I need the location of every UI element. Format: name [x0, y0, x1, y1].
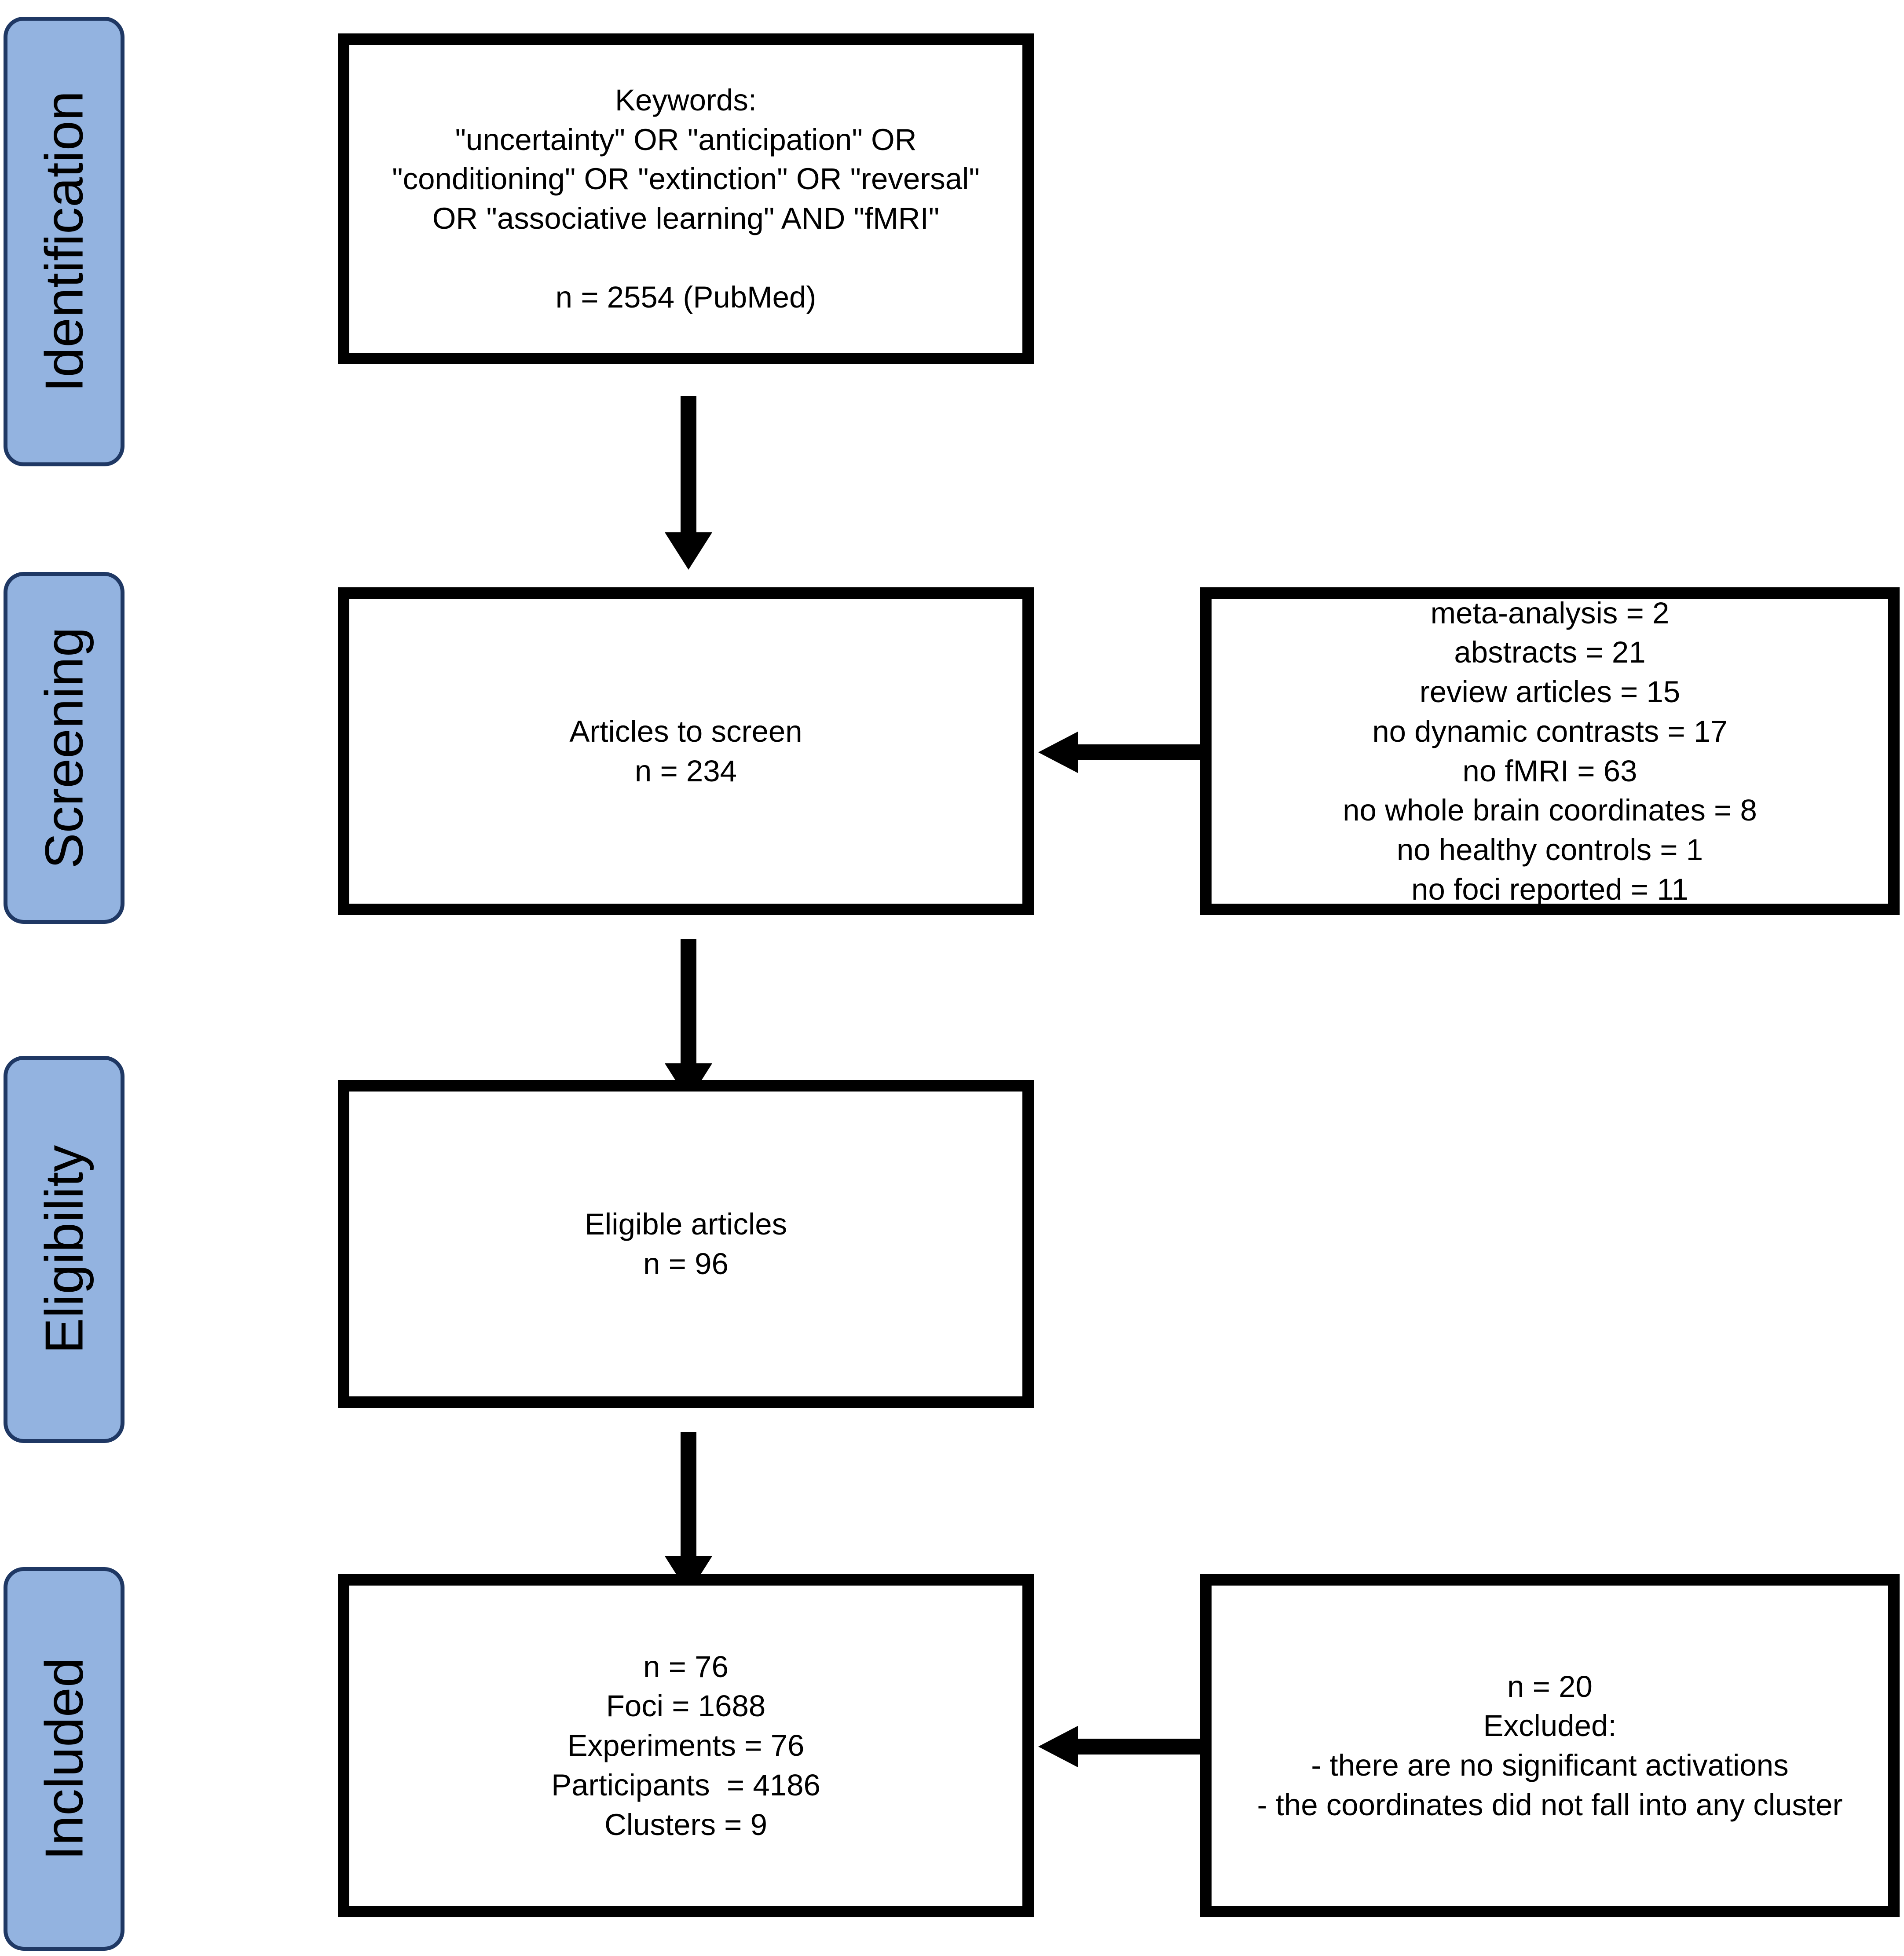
stage-tab-identification-label: Identification	[34, 91, 94, 392]
screening-exclusions-text: meta-analysis = 2 abstracts = 21 review …	[1343, 596, 1757, 906]
stage-tab-eligibility-label: Eligibility	[34, 1145, 94, 1354]
arrow-included-exclusions-to-included	[1038, 1726, 1202, 1767]
eligible-articles-box: Eligible articles n = 96	[338, 1080, 1034, 1408]
included-exclusions-text: n = 20 Excluded: - there are no signific…	[1257, 1669, 1843, 1822]
stage-tab-included: Included	[4, 1567, 124, 1951]
stage-tab-screening: Screening	[4, 572, 124, 924]
arrow-screening-exclusions-to-screening	[1038, 732, 1202, 773]
eligible-articles-text: Eligible articles n = 96	[584, 1207, 787, 1281]
included-results-text: n = 76 Foci = 1688 Experiments = 76 Part…	[551, 1649, 820, 1842]
arrow-identification-to-screening	[665, 396, 712, 570]
identification-box-text: Keywords: "uncertainty" OR "anticipation…	[392, 83, 980, 315]
articles-to-screen-text: Articles to screen n = 234	[569, 714, 802, 788]
included-exclusions-box: n = 20 Excluded: - there are no signific…	[1200, 1574, 1900, 1917]
stage-tab-included-label: Included	[34, 1657, 94, 1861]
identification-box: Keywords: "uncertainty" OR "anticipation…	[338, 33, 1034, 364]
screening-exclusions-box: meta-analysis = 2 abstracts = 21 review …	[1200, 587, 1900, 915]
articles-to-screen-box: Articles to screen n = 234	[338, 587, 1034, 915]
stage-tab-screening-label: Screening	[34, 627, 94, 869]
included-results-box: n = 76 Foci = 1688 Experiments = 76 Part…	[338, 1574, 1034, 1917]
stage-tab-identification: Identification	[4, 17, 124, 466]
stage-tab-eligibility: Eligibility	[4, 1056, 124, 1443]
